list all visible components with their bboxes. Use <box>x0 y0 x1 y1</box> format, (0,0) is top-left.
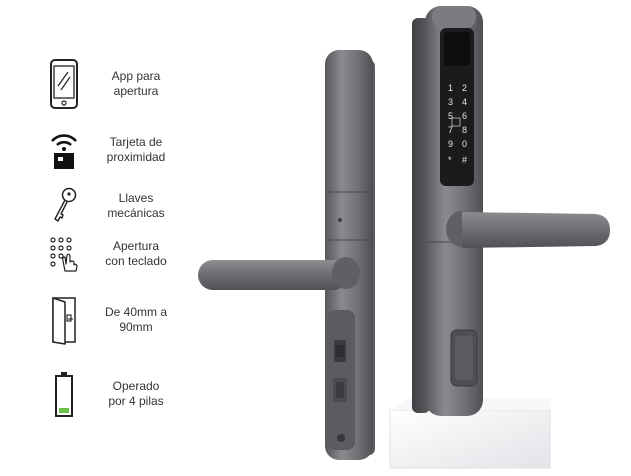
key-label: 8 <box>462 125 467 135</box>
keypad: 1 2 3 4 5 6 7 8 9 0 * # <box>448 83 467 165</box>
door-icon <box>44 297 84 345</box>
feature-line2: mecánicas <box>107 206 165 220</box>
feature-label: Apertura con teclado <box>94 239 178 269</box>
interior-lock-unit <box>198 50 375 460</box>
key-label: 7 <box>448 125 453 135</box>
fingerprint-icon <box>451 117 461 127</box>
rfid-card-icon <box>44 128 84 172</box>
feature-app: App para apertura <box>44 59 184 109</box>
feature-line1: Operado <box>112 379 160 393</box>
features-list: App para apertura Tarjeta de proximidad <box>0 0 180 471</box>
key-label: 5 <box>448 111 453 121</box>
feature-line2: apertura <box>113 84 159 98</box>
key-label: * <box>448 155 452 165</box>
feature-line1: De 40mm a <box>104 305 168 319</box>
feature-line2: con teclado <box>105 254 167 268</box>
feature-line2: 90mm <box>119 320 153 334</box>
feature-card: Tarjeta de proximidad <box>44 128 184 172</box>
exterior-lock-unit: 1 2 3 4 5 6 7 8 9 0 * # <box>412 6 610 416</box>
key-icon <box>44 184 84 228</box>
key-label: 3 <box>448 97 453 107</box>
feature-keypad: Apertura con teclado <box>44 232 184 276</box>
feature-line1: Apertura <box>112 239 160 253</box>
feature-line1: App para <box>111 69 161 83</box>
feature-line2: por 4 pilas <box>108 394 164 408</box>
feature-battery: Operado por 4 pilas <box>44 372 184 417</box>
battery-icon <box>44 372 84 417</box>
product-photo: 1 2 3 4 5 6 7 8 9 0 * # <box>185 0 631 471</box>
key-label: 2 <box>462 83 467 93</box>
feature-keys: Llaves mecánicas <box>44 184 184 228</box>
feature-line1: Llaves <box>118 191 154 205</box>
feature-line2: proximidad <box>106 150 166 164</box>
feature-label: Operado por 4 pilas <box>94 379 178 409</box>
feature-line1: Tarjeta de <box>109 135 163 149</box>
feature-label: Tarjeta de proximidad <box>94 135 178 165</box>
smartphone-icon <box>44 59 84 109</box>
key-label: 9 <box>448 139 453 149</box>
feature-label: Llaves mecánicas <box>94 191 178 221</box>
key-label: 6 <box>462 111 467 121</box>
feature-label: App para apertura <box>94 69 178 99</box>
key-label: 0 <box>462 139 467 149</box>
key-label: # <box>462 155 467 165</box>
key-label: 1 <box>448 83 453 93</box>
feature-label: De 40mm a 90mm <box>94 305 178 335</box>
key-label: 4 <box>462 97 467 107</box>
feature-door: De 40mm a 90mm <box>44 297 184 345</box>
keypad-touch-icon <box>44 232 84 276</box>
